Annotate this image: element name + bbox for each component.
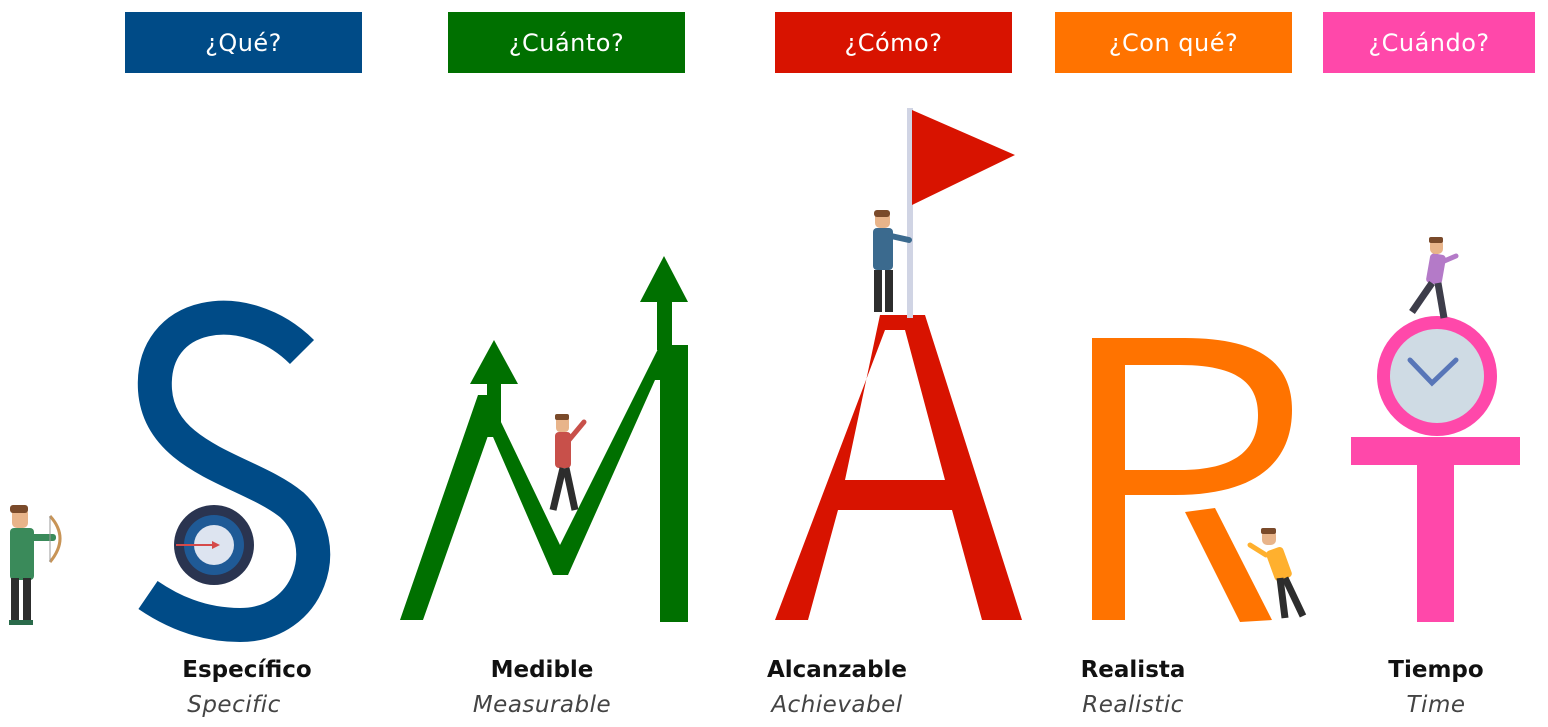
letter-m-shape (400, 345, 688, 622)
archer-figure-icon (9, 505, 62, 625)
question-box-how-much: ¿Cuánto? (448, 12, 685, 73)
question-box-with-what: ¿Con qué? (1055, 12, 1292, 73)
arrow-up-icon-large (640, 256, 688, 350)
english-specific: Specific (187, 692, 281, 718)
question-label-what: ¿Qué? (205, 28, 282, 57)
term-time: Tiempo (1388, 657, 1484, 683)
question-label-how-much: ¿Cuánto? (508, 28, 625, 57)
letter-r-shape (1092, 338, 1292, 620)
standing-figure-icon (873, 210, 912, 312)
term-achievable: Alcanzable (766, 657, 908, 683)
english-measurable: Measurable (472, 692, 612, 718)
question-label-when: ¿Cuándo? (1368, 28, 1490, 57)
running-figure-icon (1409, 237, 1459, 319)
arrow-up-icon-small (470, 340, 518, 437)
flag-icon (907, 108, 1015, 318)
english-realistic: Realistic (1082, 692, 1184, 718)
letter-r-leg-shape (1185, 508, 1272, 622)
question-label-how: ¿Cómo? (844, 28, 943, 57)
question-box-how: ¿Cómo? (775, 12, 1012, 73)
target-icon (174, 505, 254, 585)
english-achievable: Achievabel (771, 692, 903, 718)
term-realistic: Realista (1080, 657, 1186, 683)
term-measurable: Medible (490, 657, 594, 683)
question-box-what: ¿Qué? (125, 12, 362, 73)
letter-a-shape (775, 315, 1022, 620)
pushing-figure-icon (1247, 528, 1307, 619)
clock-icon (1377, 316, 1497, 436)
letter-t-shape (1351, 437, 1520, 622)
letter-s-shape (137, 300, 331, 643)
climber-figure-icon (549, 414, 587, 511)
english-time: Time (1406, 692, 1466, 718)
term-specific: Específico (182, 657, 312, 683)
question-label-with-what: ¿Con qué? (1108, 28, 1239, 57)
question-box-when: ¿Cuándo? (1323, 12, 1535, 73)
